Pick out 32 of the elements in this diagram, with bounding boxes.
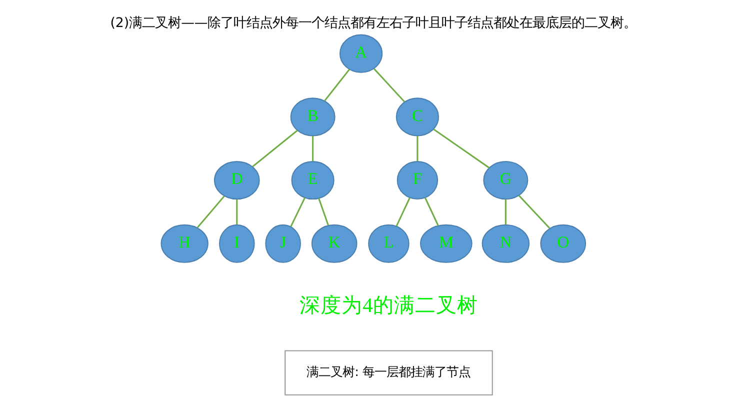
connector bbox=[290, 197, 306, 227]
node-circle: J bbox=[265, 224, 301, 263]
node-circle: F bbox=[396, 161, 438, 200]
connector bbox=[196, 196, 225, 228]
node-ellipse: M bbox=[420, 224, 472, 263]
node-ellipse: A bbox=[339, 34, 383, 73]
node-circle: I bbox=[219, 224, 255, 263]
node-ellipse: E bbox=[291, 161, 334, 200]
connector bbox=[433, 128, 490, 168]
connector bbox=[312, 136, 314, 162]
node-ellipse: O bbox=[540, 224, 586, 263]
node-ellipse: B bbox=[290, 98, 336, 136]
connector bbox=[396, 197, 410, 226]
connector bbox=[252, 130, 298, 168]
label: 深度为4的满二叉树 bbox=[300, 294, 478, 317]
connector bbox=[424, 197, 439, 226]
node-ellipse: C bbox=[396, 98, 440, 136]
connector bbox=[518, 195, 550, 229]
connector bbox=[416, 136, 418, 162]
node-ellipse: G bbox=[483, 161, 528, 200]
connector bbox=[236, 199, 238, 224]
connector bbox=[374, 68, 406, 102]
node-circle: L bbox=[368, 224, 410, 263]
connector bbox=[318, 198, 329, 226]
node-ellipse: N bbox=[482, 224, 530, 263]
node-ellipse: K bbox=[311, 224, 358, 263]
diagram-title: (2)满二叉树——除了叶结点外每一个结点都有左右子叶且叶子结点都处在最底层的二叉树。 bbox=[110, 16, 637, 31]
node-ellipse: D bbox=[214, 161, 260, 200]
label: 满二叉树: 每一层都挂满了节点 bbox=[306, 364, 471, 379]
node-ellipse: H bbox=[160, 224, 208, 263]
connector bbox=[324, 68, 350, 102]
connector bbox=[504, 199, 506, 224]
